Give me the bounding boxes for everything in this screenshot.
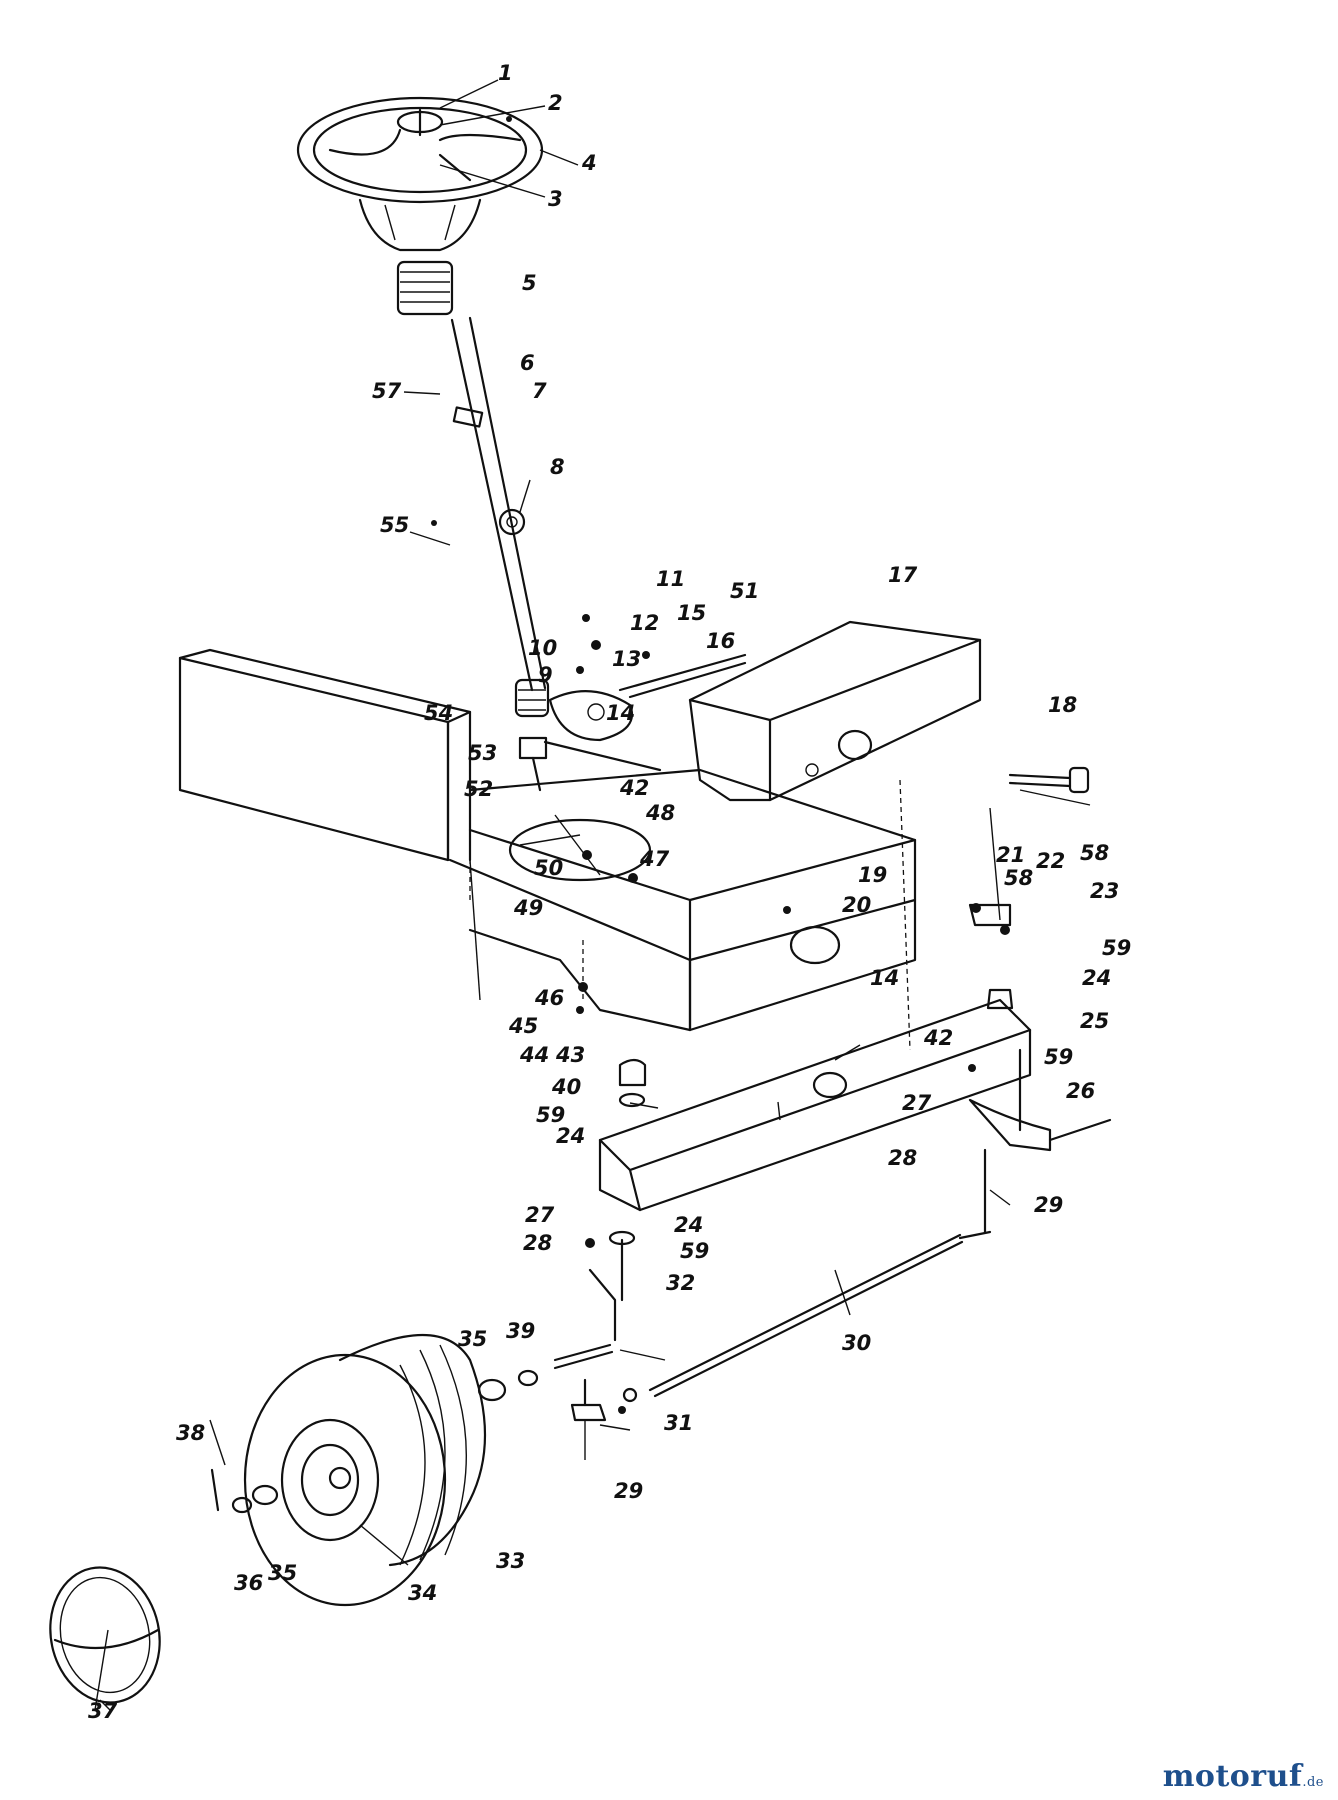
label-57: 57 <box>372 379 402 403</box>
label-3: 3 <box>548 187 563 211</box>
label-42b: 42 <box>923 1026 953 1050</box>
label-11: 11 <box>656 567 685 591</box>
label-43: 43 <box>555 1043 585 1067</box>
label-58a: 58 <box>1004 866 1033 890</box>
label-31: 31 <box>664 1411 693 1435</box>
tie-rod-end <box>570 1378 607 1422</box>
kingpin-bushing-right <box>968 903 1014 1010</box>
axle-support <box>688 620 982 802</box>
label-38: 38 <box>176 1421 205 1445</box>
label-55: 55 <box>380 513 409 537</box>
label-19: 19 <box>858 863 887 887</box>
label-27b: 27 <box>525 1203 555 1227</box>
label-54: 54 <box>424 701 453 725</box>
tie-rod <box>622 1148 992 1403</box>
label-23: 23 <box>1090 879 1119 903</box>
watermark: motoruf.de <box>1163 1759 1324 1794</box>
label-14a: 14 <box>606 701 635 725</box>
label-34: 34 <box>408 1581 437 1605</box>
label-39: 39 <box>506 1319 535 1343</box>
label-18: 18 <box>1048 693 1077 717</box>
label-5: 5 <box>522 271 537 295</box>
label-12: 12 <box>630 611 659 635</box>
label-59c: 59 <box>1044 1045 1073 1069</box>
label-17: 17 <box>888 563 918 587</box>
label-28b: 28 <box>523 1231 552 1255</box>
label-45: 45 <box>508 1014 538 1038</box>
steering-gear <box>514 678 550 792</box>
label-24a: 24 <box>1082 966 1111 990</box>
bolt <box>1008 766 1090 794</box>
label-6: 6 <box>520 351 535 375</box>
label-20: 20 <box>842 893 871 917</box>
label-40: 40 <box>551 1075 581 1099</box>
steering-shaft <box>450 316 547 692</box>
spindle-left <box>553 1230 636 1370</box>
hardware-small <box>431 116 1010 1414</box>
callout-labels: 1 2 3 4 5 6 7 8 57 55 11 51 17 12 15 16 … <box>88 61 1131 1723</box>
label-58b: 58 <box>1080 841 1109 865</box>
hub-cap <box>49 1566 161 1704</box>
label-50: 50 <box>534 856 563 880</box>
label-24c: 24 <box>674 1213 703 1237</box>
label-28a: 28 <box>888 1146 917 1170</box>
label-29b: 29 <box>614 1479 643 1503</box>
label-33: 33 <box>496 1549 525 1573</box>
label-44: 44 <box>519 1043 549 1067</box>
label-8: 8 <box>550 455 565 479</box>
label-25: 25 <box>1080 1009 1109 1033</box>
label-16: 16 <box>706 629 735 653</box>
label-59a: 59 <box>1102 936 1131 960</box>
front-axle <box>598 998 1032 1212</box>
label-7: 7 <box>532 379 547 403</box>
label-48: 48 <box>645 801 675 825</box>
label-15: 15 <box>677 601 706 625</box>
label-27a: 27 <box>902 1091 932 1115</box>
spindle-right <box>968 1048 1112 1152</box>
label-36: 36 <box>234 1571 263 1595</box>
label-4: 4 <box>581 151 597 175</box>
label-29a: 29 <box>1034 1193 1063 1217</box>
steering-plate <box>543 653 747 772</box>
label-13: 13 <box>612 647 641 671</box>
label-51: 51 <box>730 579 759 603</box>
label-1: 1 <box>498 61 513 85</box>
label-46: 46 <box>534 986 564 1010</box>
wheel-washer-hardware <box>210 1369 539 1514</box>
label-10: 10 <box>528 636 557 660</box>
label-9: 9 <box>538 663 553 687</box>
label-49: 49 <box>513 896 543 920</box>
label-53: 53 <box>468 741 497 765</box>
frame <box>178 648 917 1032</box>
watermark-text: motoruf <box>1162 1759 1303 1794</box>
label-2: 2 <box>548 91 563 115</box>
label-47: 47 <box>639 847 670 871</box>
wheel-tire <box>243 1334 487 1607</box>
label-21: 21 <box>996 843 1025 867</box>
label-59d: 59 <box>680 1239 709 1263</box>
label-30: 30 <box>842 1331 871 1355</box>
label-26: 26 <box>1066 1079 1095 1103</box>
label-24b: 24 <box>556 1124 585 1148</box>
label-42a: 42 <box>619 776 649 800</box>
label-37: 37 <box>88 1699 118 1723</box>
kingpin-bushing-left <box>618 1058 647 1108</box>
label-52: 52 <box>464 777 493 801</box>
watermark-suffix: .de <box>1302 1775 1324 1790</box>
label-59b: 59 <box>536 1103 565 1127</box>
steering-wheel <box>296 96 544 252</box>
label-35a: 35 <box>458 1327 487 1351</box>
label-35b: 35 <box>268 1561 297 1585</box>
label-22: 22 <box>1036 849 1065 873</box>
leader-lines <box>94 79 1091 1711</box>
steering-cap <box>396 260 454 316</box>
label-14b: 14 <box>870 966 899 990</box>
label-32: 32 <box>666 1271 695 1295</box>
